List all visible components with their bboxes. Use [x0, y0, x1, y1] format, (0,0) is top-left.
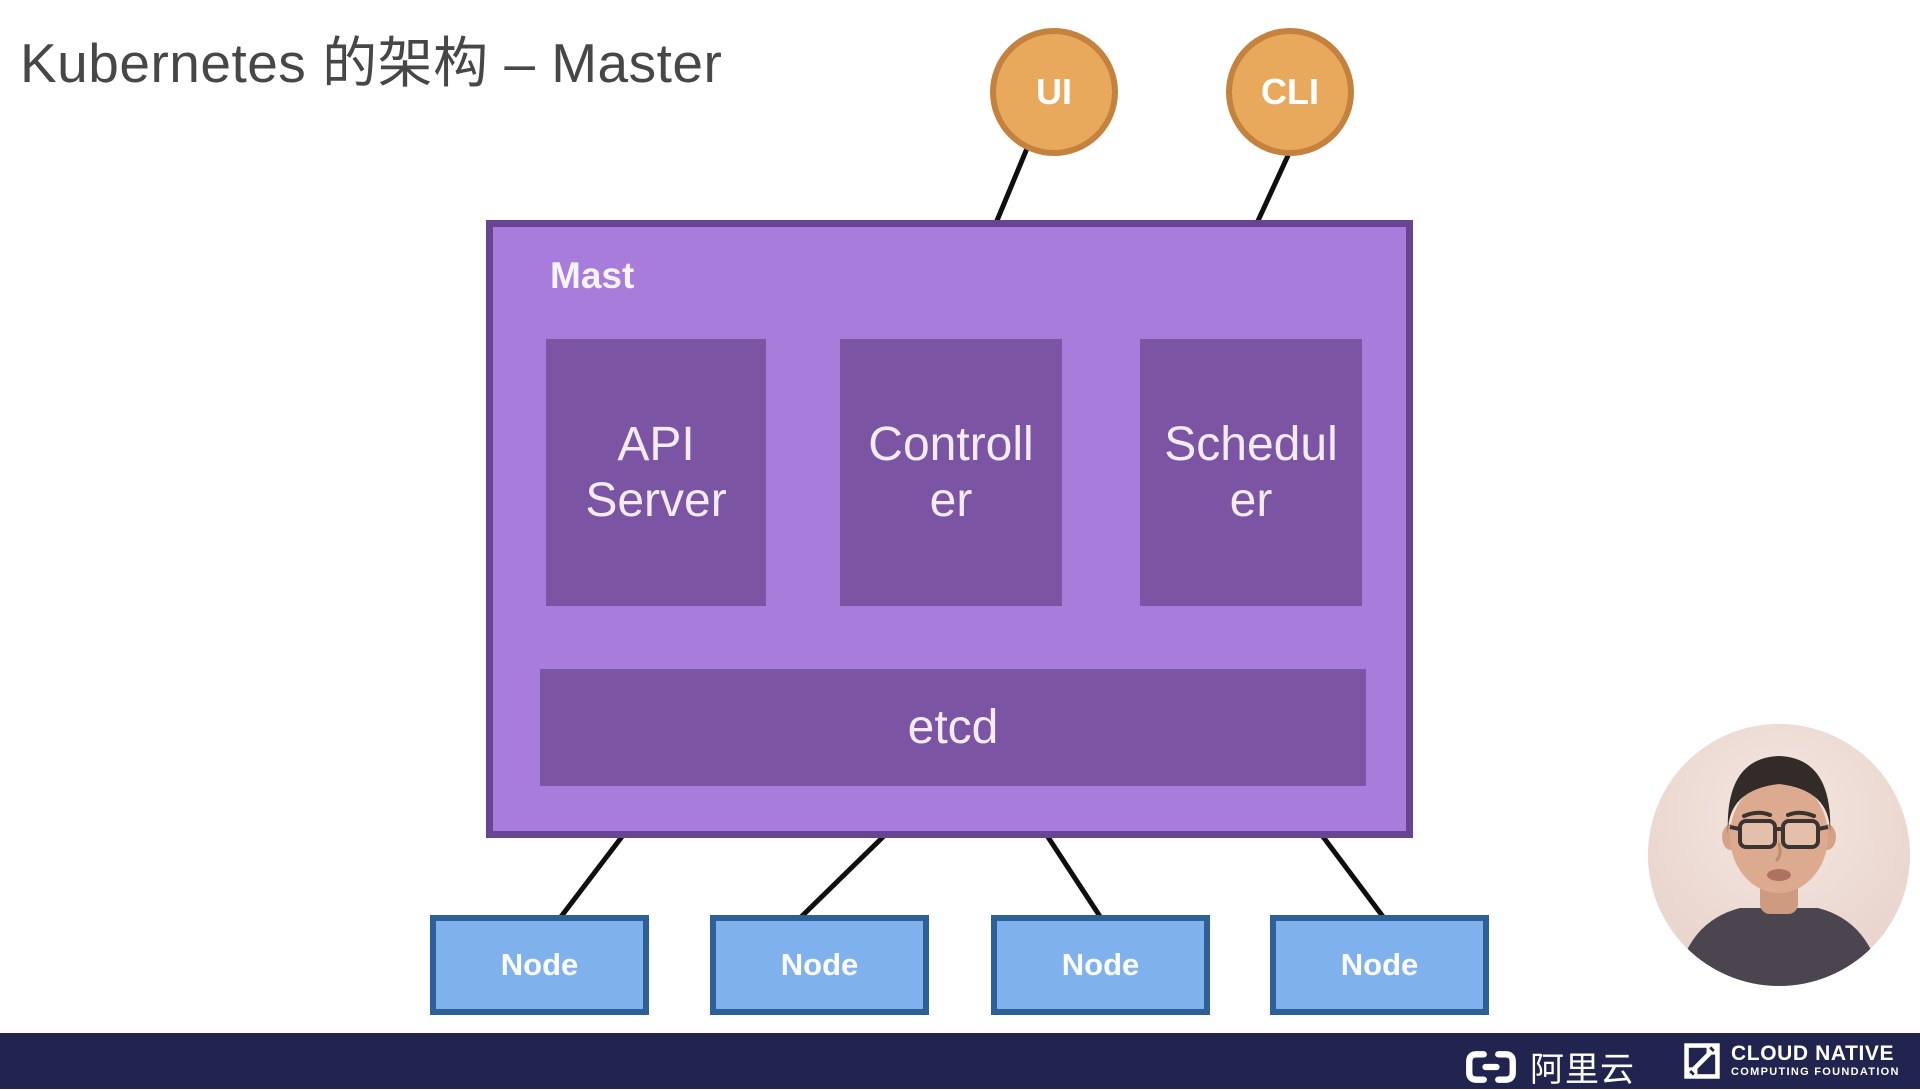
alibaba-brackets-icon — [1466, 1050, 1516, 1083]
alibaba-cloud-wordmark: 阿里云 — [1530, 1051, 1635, 1089]
component-controller-line1: Controll — [868, 417, 1034, 471]
node-box-3-label: Node — [1061, 947, 1140, 982]
component-api-server-line2: Server — [585, 473, 727, 527]
node-box-4: Node — [1270, 915, 1489, 1015]
node-box-1: Node — [430, 915, 649, 1015]
alibaba-cloud-logo: 阿里云 — [1462, 1042, 1635, 1091]
presenter-webcam — [1648, 724, 1910, 986]
master-box: Mast API Server Controll er Schedul er e… — [486, 220, 1413, 838]
cncf-wordmark-line2: COMPUTING FOUNDATION — [1731, 1066, 1900, 1079]
line-master-to-node1 — [557, 831, 627, 921]
component-etcd-label: etcd — [907, 701, 999, 754]
ui-endpoint-label: UI — [1036, 71, 1072, 112]
component-controller-line2: er — [929, 473, 973, 527]
node-box-1-label: Node — [500, 947, 579, 982]
line-master-to-node2 — [797, 831, 889, 921]
node-box-2-label: Node — [780, 947, 859, 982]
component-scheduler: Schedul er — [1140, 339, 1362, 606]
master-box-label: Mast — [550, 255, 635, 296]
component-scheduler-line1: Schedul — [1164, 417, 1338, 471]
component-controller: Controll er — [840, 339, 1062, 606]
line-master-to-node4 — [1318, 831, 1387, 921]
component-scheduler-line2: er — [1229, 473, 1273, 527]
node-box-2: Node — [710, 915, 929, 1015]
cli-endpoint-circle: CLI — [1226, 28, 1354, 156]
node-box-4-label: Node — [1340, 947, 1419, 982]
cncf-wordmark-line1: CLOUD NATIVE — [1731, 1042, 1895, 1066]
cncf-logo: CLOUD NATIVE COMPUTING FOUNDATION — [1682, 1041, 1900, 1081]
component-api-server: API Server — [546, 339, 766, 606]
node-box-3: Node — [991, 915, 1210, 1015]
presenter-portrait — [1648, 724, 1910, 986]
component-etcd: etcd — [540, 669, 1366, 786]
slide-title: Kubernetes 的架构 – Master — [20, 32, 723, 94]
line-master-to-node3 — [1043, 831, 1104, 921]
ui-endpoint-circle: UI — [990, 28, 1118, 156]
footer-bar: 阿里云 CLOUD NATIVE COMPUTING FOUNDATION — [0, 1033, 1920, 1089]
cncf-mark-icon — [1684, 1043, 1720, 1079]
component-api-server-line1: API — [617, 417, 695, 471]
cli-endpoint-label: CLI — [1261, 71, 1319, 112]
